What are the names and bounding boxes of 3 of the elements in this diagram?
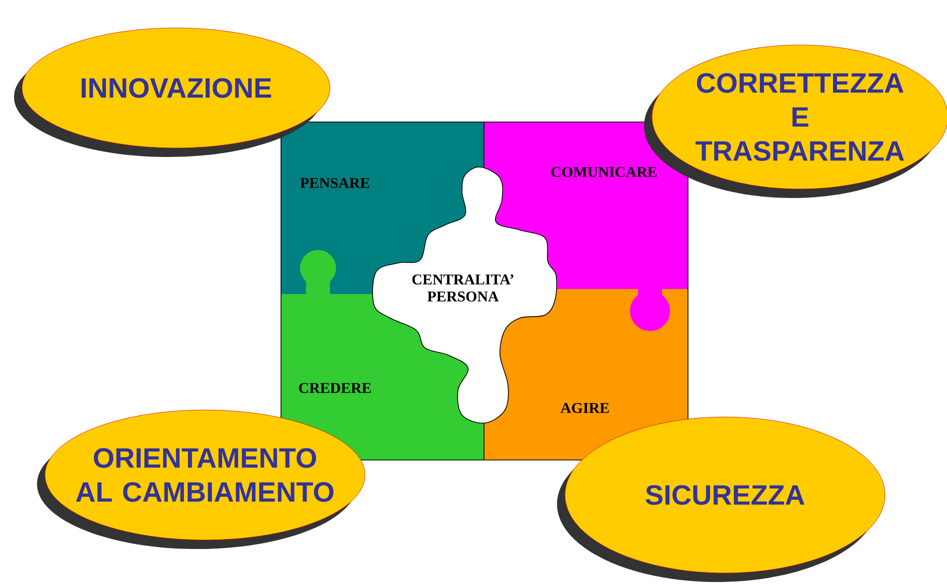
oval-badge: ORIENTAMENTO AL CAMBIAMENTO <box>37 410 366 549</box>
oval-badge: SICUREZZA <box>557 416 886 582</box>
oval-badge: INNOVAZIONE <box>14 28 330 157</box>
